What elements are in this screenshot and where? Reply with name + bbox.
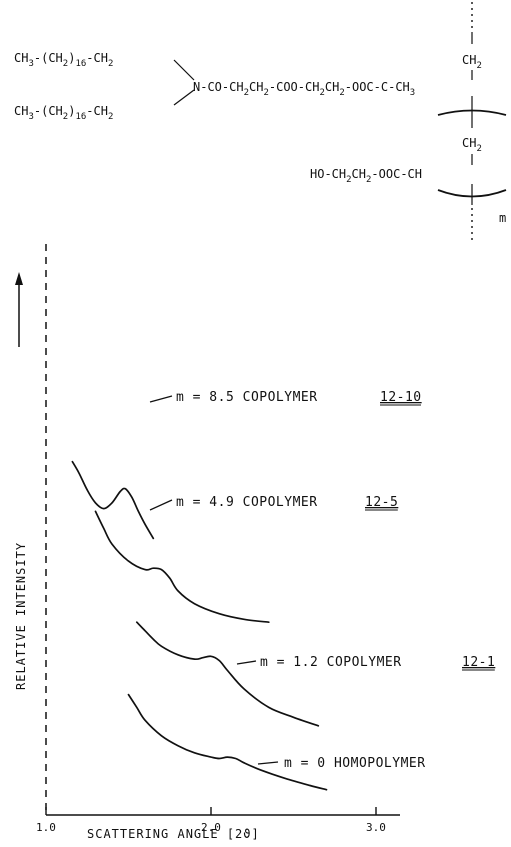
y-axis-label: RELATIVE INTENSITY bbox=[14, 542, 28, 690]
label-leader-0 bbox=[149, 395, 173, 403]
wide-angle-scattering-plot: 1.0 2.0 3.0 RELATIVE INTENSITY SCATTERING … bbox=[14, 244, 495, 841]
bond-chain2-n bbox=[173, 89, 195, 106]
backbone-ch2-top: CH2 bbox=[462, 53, 482, 71]
series-label-2: m = 1.2 COPOLYMER bbox=[260, 655, 402, 670]
repeat-bracket-bottom bbox=[437, 189, 507, 198]
series-label-0: m = 8.5 COPOLYMER bbox=[176, 390, 318, 405]
label-leader-1 bbox=[149, 499, 173, 511]
chemical-structure: CH3-(CH2)16-CH2 CH3-(CH2)16-CH2 N-CO-CH2… bbox=[14, 2, 507, 240]
alkyl-chain-1: CH3-(CH2)16-CH2 bbox=[14, 51, 113, 69]
backbone-ch2-mid: CH2 bbox=[462, 136, 482, 154]
x-tick-label-0: 1.0 bbox=[36, 821, 56, 834]
sample-code-1: 12-5 bbox=[365, 495, 398, 510]
sample-code-0: 12-10 bbox=[380, 390, 422, 405]
label-leader-2 bbox=[236, 660, 257, 665]
intensity-arrow-head bbox=[15, 272, 23, 285]
side-group: HO-CH2CH2-OOC-CH bbox=[310, 167, 422, 185]
scattering-curves bbox=[71, 460, 328, 791]
x-tick-label-1: 2.0 bbox=[201, 821, 221, 834]
curve-labels: m = 8.5 COPOLYMER 12-10 m = 4.9 COPOLYMER 1… bbox=[149, 390, 495, 771]
x-axis-ticks: 1.0 2.0 3.0 bbox=[36, 807, 386, 834]
series-label-1: m = 4.9 COPOLYMER bbox=[176, 495, 318, 510]
series-label-3: m = 0 HOMOPOLYMER bbox=[284, 756, 426, 771]
bond-chain1-n bbox=[173, 59, 195, 81]
x-axis-label: SCATTERING ANGLE [2ϑ] bbox=[87, 827, 260, 841]
sample-code-2: 12-1 bbox=[462, 655, 495, 670]
x-tick-label-2: 3.0 bbox=[366, 821, 386, 834]
linker-group: N-CO-CH2CH2-COO-CH2CH2-OOC-C-CH3 bbox=[193, 80, 415, 98]
alkyl-chain-2: CH3-(CH2)16-CH2 bbox=[14, 104, 113, 122]
curve-series-2 bbox=[135, 621, 320, 727]
label-leader-3 bbox=[257, 761, 279, 765]
curve-series-1 bbox=[94, 510, 270, 624]
curve-series-3 bbox=[127, 693, 328, 791]
curve-series-0 bbox=[71, 460, 155, 540]
repeat-bracket-top bbox=[437, 109, 507, 116]
repeat-subscript-m: m bbox=[499, 211, 506, 225]
